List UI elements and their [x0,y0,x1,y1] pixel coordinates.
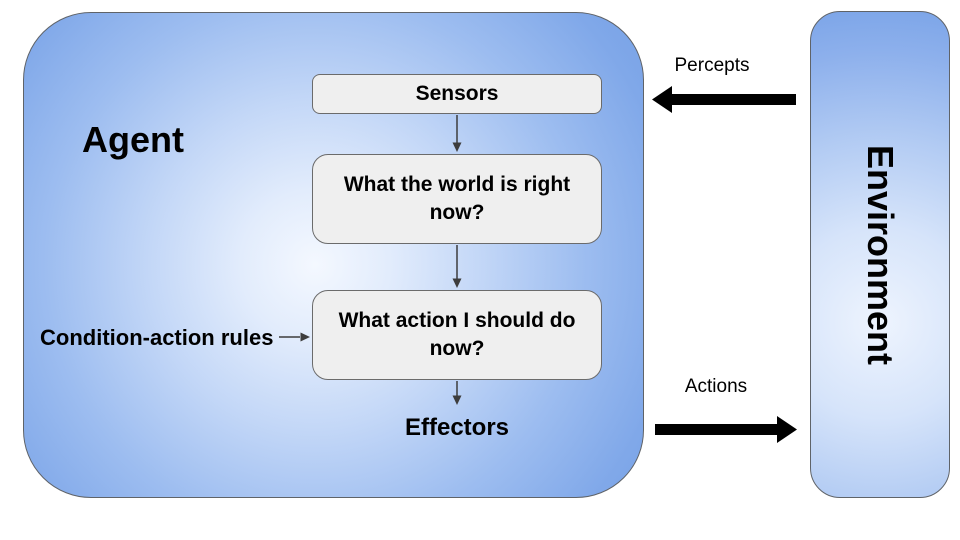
agent-title: Agent [82,119,184,160]
action-choice-node: What action I should do now? [312,290,602,380]
environment-container-box [810,11,950,498]
percepts-arrow [652,86,796,113]
percepts-label: Percepts [674,55,750,76]
condition-action-rules-label: Condition-action rules [40,325,274,350]
sensors-node: Sensors [312,74,602,114]
actions-arrow [655,416,797,443]
actions-label: Actions [684,376,748,397]
action-choice-node-label: What action I should do now? [338,309,576,360]
sensors-node-label: Sensors [415,82,499,105]
environment-title: Environment [860,144,901,366]
effectors-label: Effectors [404,414,510,441]
world-state-node-label: What the world is right now? [343,173,571,224]
world-state-node: What the world is right now? [312,154,602,244]
